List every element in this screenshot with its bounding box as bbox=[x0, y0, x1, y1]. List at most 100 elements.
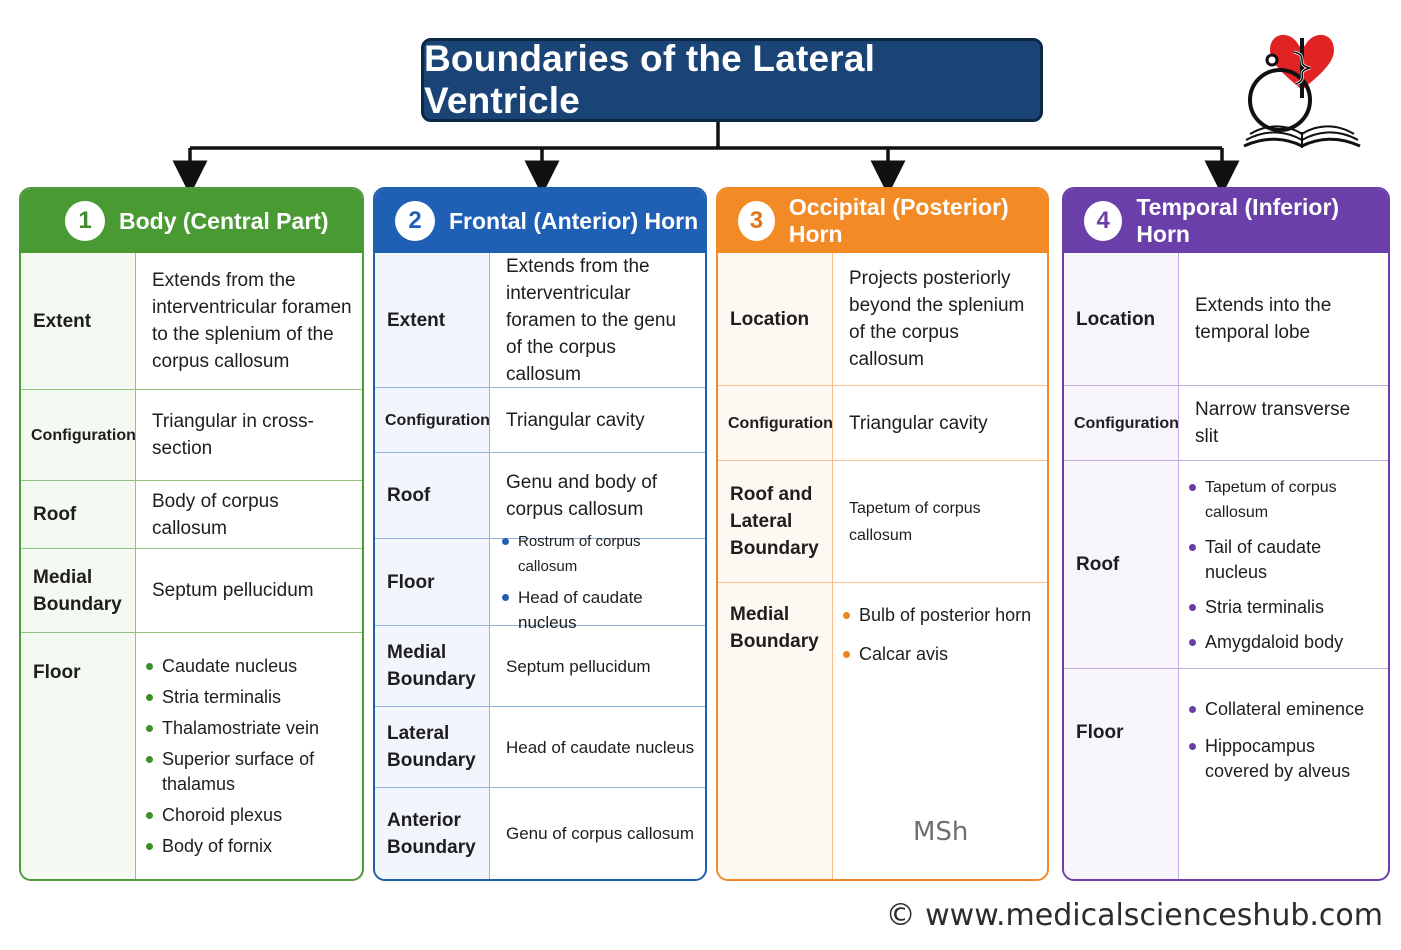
row-value: Extends into the temporal lobe bbox=[1195, 295, 1332, 343]
row-label: Roof and Lateral Boundary bbox=[718, 461, 833, 582]
row-label: Medial Boundary bbox=[21, 549, 136, 632]
row-roof: Roof Tapetum of corpus callosum Tail of … bbox=[1064, 460, 1388, 668]
bullet-list: Bulb of posterior horn Calcar avis bbox=[841, 603, 1031, 681]
list-item: Choroid plexus bbox=[144, 803, 352, 828]
row-floor: Floor Rostrum of corpus callosum Head of… bbox=[375, 533, 705, 632]
row-roof: Roof Body of corpus callosum bbox=[21, 480, 362, 548]
list-item: Hippocampus covered by alveus bbox=[1187, 734, 1378, 784]
row-value: Collateral eminence Hippocampus covered … bbox=[1179, 669, 1388, 879]
list-item: Calcar avis bbox=[841, 642, 1031, 667]
website-credit: © www.medicalscienceshub.com bbox=[885, 898, 1383, 933]
row-medial-boundary: Medial Boundary Septum pellucidum bbox=[375, 625, 705, 706]
row-value: Septum pellucidum bbox=[152, 580, 314, 601]
row-label: Extent bbox=[375, 253, 490, 387]
row-location: Location Projects posteriorly beyond the… bbox=[718, 253, 1047, 385]
card-number: 1 bbox=[65, 201, 105, 241]
card-header: 4 Temporal (Inferior) Horn bbox=[1064, 189, 1388, 253]
card-frontal-anterior-horn: 2 Frontal (Anterior) Horn Extent Extends… bbox=[373, 187, 707, 881]
row-label: Roof bbox=[21, 481, 136, 548]
row-label: Floor bbox=[21, 633, 136, 879]
row-configuration: Configuration Triangular in cross-sectio… bbox=[21, 389, 362, 480]
row-value: Narrow transverse slit bbox=[1195, 399, 1351, 447]
card-header: 2 Frontal (Anterior) Horn bbox=[375, 189, 705, 253]
heart-stethoscope-caduceus-book-logo bbox=[1243, 34, 1361, 148]
card-temporal-inferior-horn: 4 Temporal (Inferior) Horn Location Exte… bbox=[1062, 187, 1390, 881]
bullet-list: Caudate nucleus Stria terminalis Thalamo… bbox=[144, 648, 352, 865]
row-location: Location Extends into the temporal lobe bbox=[1064, 253, 1388, 385]
list-item: Rostrum of corpus callosum bbox=[500, 529, 695, 579]
row-extent: Extent Extends from the interventricular… bbox=[375, 253, 705, 387]
row-lateral-boundary: Lateral Boundary Head of caudate nucleus bbox=[375, 706, 705, 787]
title-box: Boundaries of the Lateral Ventricle bbox=[421, 38, 1043, 122]
row-anterior-boundary: Anterior Boundary Genu of corpus callosu… bbox=[375, 787, 705, 879]
card-title: Occipital (Posterior) Horn bbox=[788, 194, 1009, 247]
row-label: Configuration bbox=[1064, 386, 1179, 460]
row-floor: Floor Collateral eminence Hippocampus co… bbox=[1064, 668, 1388, 879]
bullet-list: Tapetum of corpus callosum Tail of cauda… bbox=[1187, 465, 1384, 665]
row-value: Extends from the interventricular forame… bbox=[152, 270, 352, 372]
row-configuration: Configuration Triangular cavity bbox=[718, 385, 1047, 460]
list-item: Tapetum of corpus callosum bbox=[1187, 475, 1384, 525]
row-label: Configuration bbox=[375, 388, 490, 452]
list-item: Stria terminalis bbox=[144, 685, 352, 710]
page-title: Boundaries of the Lateral Ventricle bbox=[424, 38, 876, 121]
card-title: Temporal (Inferior) Horn bbox=[1136, 194, 1340, 247]
row-value: Caudate nucleus Stria terminalis Thalamo… bbox=[136, 633, 362, 879]
row-value: Triangular cavity bbox=[506, 409, 645, 431]
row-configuration: Configuration Triangular cavity bbox=[375, 387, 705, 452]
row-floor: Floor Caudate nucleus Stria terminalis T… bbox=[21, 632, 362, 879]
row-label: Roof bbox=[1064, 461, 1179, 668]
list-item: Thalamostriate vein bbox=[144, 716, 352, 741]
card-occipital-posterior-horn: 3 Occipital (Posterior) Horn Location Pr… bbox=[716, 187, 1049, 881]
row-value: Triangular cavity bbox=[849, 412, 988, 434]
row-label: Floor bbox=[375, 539, 490, 625]
card-header: 1 Body (Central Part) bbox=[21, 189, 362, 253]
row-roof: Roof Genu and body of corpus callosum bbox=[375, 452, 705, 538]
card-number: 4 bbox=[1084, 201, 1123, 241]
row-extent: Extent Extends from the interventricular… bbox=[21, 253, 362, 389]
list-item: Head of caudate nucleus bbox=[500, 585, 695, 635]
row-value: Extends from the interventricular forame… bbox=[506, 255, 677, 385]
list-item: Stria terminalis bbox=[1187, 595, 1384, 620]
list-item: Collateral eminence bbox=[1187, 697, 1378, 722]
row-label: Lateral Boundary bbox=[375, 707, 490, 787]
row-label: Anterior Boundary bbox=[375, 788, 490, 879]
list-item: Superior surface of thalamus bbox=[144, 747, 352, 797]
row-label: Extent bbox=[21, 253, 136, 389]
row-label: Floor bbox=[1064, 669, 1179, 879]
row-value: Rostrum of corpus callosum Head of cauda… bbox=[490, 533, 705, 632]
row-value: Genu of corpus callosum bbox=[506, 824, 695, 843]
bullet-list: Rostrum of corpus callosum Head of cauda… bbox=[500, 523, 695, 641]
row-label: Configuration bbox=[718, 386, 833, 460]
row-value: Genu and body of corpus callosum bbox=[506, 471, 658, 520]
list-item: Amygdaloid body bbox=[1187, 630, 1384, 655]
row-configuration: Configuration Narrow transverse slit bbox=[1064, 385, 1388, 460]
row-label: Configuration bbox=[21, 390, 136, 480]
row-label: Medial Boundary bbox=[375, 626, 490, 706]
list-item: Body of fornix bbox=[144, 834, 352, 859]
row-value: Tapetum of corpus callosum Tail of cauda… bbox=[1179, 461, 1388, 668]
row-label: Location bbox=[718, 253, 833, 385]
card-title: Frontal (Anterior) Horn bbox=[449, 207, 699, 234]
card-number: 2 bbox=[395, 201, 435, 241]
row-value: Septum pellucidum bbox=[506, 656, 651, 676]
row-value: Triangular in cross-section bbox=[152, 411, 314, 459]
row-label: Location bbox=[1064, 253, 1179, 385]
card-title: Body (Central Part) bbox=[119, 207, 329, 234]
bullet-list: Collateral eminence Hippocampus covered … bbox=[1187, 697, 1378, 790]
row-value: Projects posteriorly beyond the splenium… bbox=[849, 268, 1025, 370]
row-roof-lateral-boundary: Roof and Lateral Boundary Tapetum of cor… bbox=[718, 460, 1047, 582]
list-item: Caudate nucleus bbox=[144, 654, 352, 679]
list-item: Bulb of posterior horn bbox=[841, 603, 1031, 628]
list-item: Tail of caudate nucleus bbox=[1187, 535, 1384, 585]
row-value: Bulb of posterior horn Calcar avis bbox=[833, 583, 1047, 879]
row-value: Tapetum of corpus callosum bbox=[849, 499, 981, 544]
card-body-central-part: 1 Body (Central Part) Extent Extends fro… bbox=[19, 187, 364, 881]
row-label: Roof bbox=[375, 453, 490, 538]
watermark: MSh bbox=[913, 817, 969, 847]
row-medial-boundary: Medial Boundary Bulb of posterior horn C… bbox=[718, 582, 1047, 879]
card-header: 3 Occipital (Posterior) Horn bbox=[718, 189, 1047, 253]
row-value: Head of caudate nucleus bbox=[506, 737, 695, 757]
card-number: 3 bbox=[738, 201, 775, 241]
row-medial-boundary: Medial Boundary Septum pellucidum bbox=[21, 548, 362, 632]
